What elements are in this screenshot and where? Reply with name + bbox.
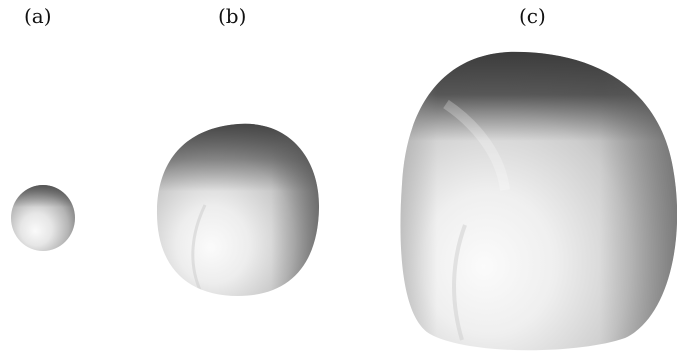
panel-label-a: (a) [24, 4, 52, 28]
panel-label-c: (c) [519, 4, 546, 28]
shape-b [156, 123, 320, 297]
shape-c [400, 51, 677, 351]
shape-a [11, 185, 75, 251]
panel-label-b: (b) [218, 4, 247, 28]
